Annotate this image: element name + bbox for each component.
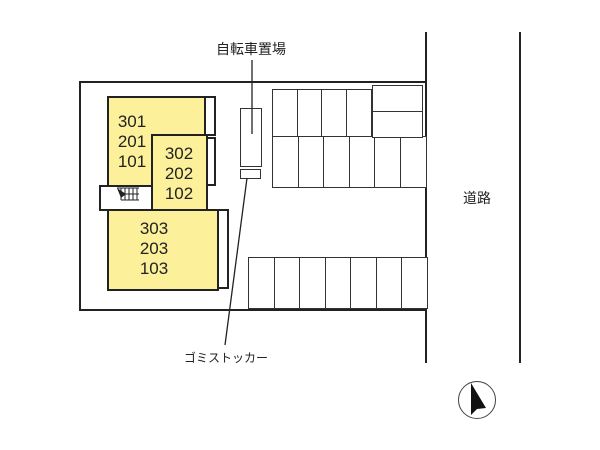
bicycle-parking-label: 自転車置場 bbox=[216, 42, 286, 58]
unit-label: 303 bbox=[139, 219, 169, 238]
stair-block bbox=[99, 185, 153, 211]
parking-slot bbox=[248, 257, 275, 309]
road-label: 道路 bbox=[463, 191, 491, 207]
site-boundary bbox=[79, 81, 427, 311]
parking-upper-bottom-row bbox=[272, 136, 427, 188]
parking-slot bbox=[401, 257, 428, 309]
parking-slot bbox=[345, 89, 372, 140]
unit-label: 201 bbox=[117, 132, 147, 151]
parking-slot bbox=[324, 257, 352, 309]
parking-slot bbox=[272, 89, 298, 140]
parking-slot bbox=[296, 89, 323, 140]
parking-slot bbox=[375, 257, 403, 309]
building-c-units: 303 203 103 bbox=[136, 219, 172, 279]
bicycle-parking-area bbox=[240, 108, 262, 167]
building-b-units: 302 202 102 bbox=[161, 144, 197, 204]
parking-lower-row bbox=[248, 257, 428, 309]
building-b-balcony bbox=[206, 137, 216, 186]
parking-slot bbox=[299, 257, 326, 309]
parking-slot bbox=[374, 136, 401, 188]
north-arrow-icon bbox=[458, 381, 496, 419]
parking-slot bbox=[348, 136, 376, 188]
parking-slot bbox=[321, 89, 347, 140]
garbage-stocker-label: ゴミストッカー bbox=[184, 351, 269, 365]
building-b bbox=[151, 134, 208, 212]
parking-slot bbox=[323, 136, 350, 188]
parking-slot bbox=[297, 136, 325, 188]
unit-label: 202 bbox=[164, 164, 194, 183]
unit-label: 301 bbox=[117, 112, 147, 131]
stairs-icon bbox=[117, 187, 139, 201]
parking-slot bbox=[372, 110, 423, 138]
building-c-balcony bbox=[217, 209, 229, 289]
unit-label: 102 bbox=[164, 184, 194, 203]
unit-label: 302 bbox=[164, 144, 194, 163]
parking-slot bbox=[272, 136, 299, 188]
parking-slot bbox=[372, 85, 423, 112]
unit-label: 103 bbox=[139, 259, 169, 278]
parking-upper-top-row bbox=[272, 89, 372, 140]
parking-slot bbox=[273, 257, 301, 309]
road-edge-left bbox=[425, 32, 427, 363]
unit-label: 101 bbox=[117, 152, 147, 171]
parking-upper-right-stack bbox=[372, 85, 423, 138]
parking-slot bbox=[399, 136, 427, 188]
garbage-stocker bbox=[240, 169, 261, 179]
building-a-units: 301 201 101 bbox=[114, 112, 150, 172]
parking-slot bbox=[350, 257, 377, 309]
building-a-balcony bbox=[204, 96, 216, 136]
road-edge-right bbox=[519, 32, 521, 363]
unit-label: 203 bbox=[139, 239, 169, 258]
